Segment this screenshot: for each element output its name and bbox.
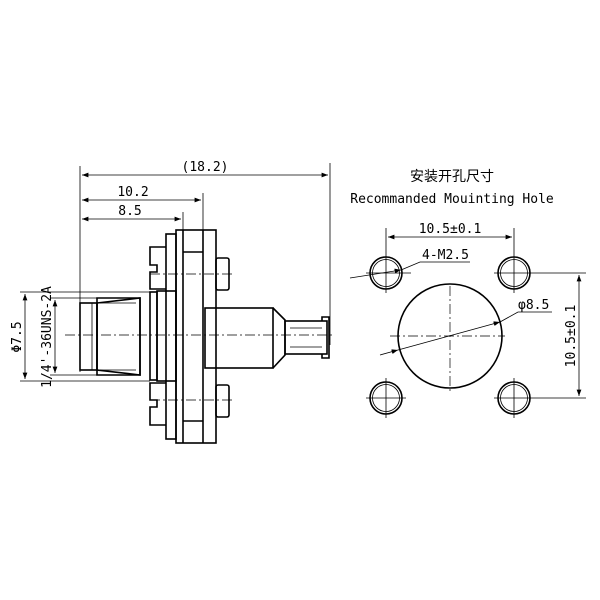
title-cn: 安装开孔尺寸 xyxy=(410,169,494,185)
dim-diameter: Φ7.5 xyxy=(10,321,25,352)
dim-flange-front: 8.5 xyxy=(118,204,141,219)
connector-body xyxy=(65,229,335,444)
dim-screw-holes: 4-M2.5 xyxy=(422,248,469,263)
dim-thread: 1/4'-36UNS-2A xyxy=(40,286,55,388)
dim-hole-spacing-h: 10.5±0.1 xyxy=(419,222,482,237)
side-view: (18.2) 10.2 8.5 Φ7.5 1/4'-36UNS-2A xyxy=(10,160,335,444)
dim-flange-back: 10.2 xyxy=(117,185,148,200)
title-en: Recommanded Mouinting Hole xyxy=(350,192,554,207)
mounting-hole-view: 安装开孔尺寸 Recommanded Mouinting Hole 10.5±0… xyxy=(349,169,586,418)
dim-center-hole: φ8.5 xyxy=(518,298,549,313)
dim-overall-length: (18.2) xyxy=(182,160,229,175)
dim-hole-spacing-v: 10.5±0.1 xyxy=(564,305,579,368)
dimension-lines xyxy=(20,163,331,382)
